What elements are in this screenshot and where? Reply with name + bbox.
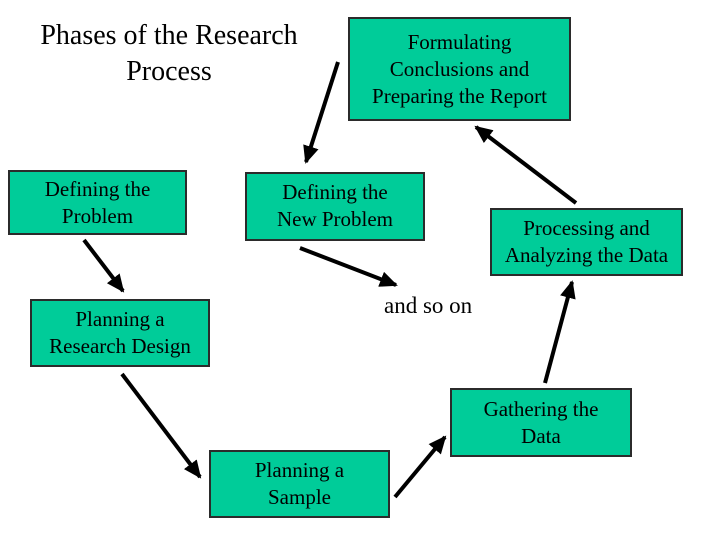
- box-processing-analyzing-data: Processing and Analyzing the Data: [490, 208, 683, 276]
- box-gathering-data: Gathering the Data: [450, 388, 632, 457]
- diagram-title: Phases of the Research Process: [40, 20, 298, 87]
- arrow-problem-to-design: [82, 238, 125, 293]
- and-so-on-text: and so on: [384, 293, 473, 318]
- box-gathering-data-label: Gathering the Data: [483, 397, 599, 448]
- box-formulating-conclusions-label: Formulating Conclusions and Preparing th…: [372, 29, 547, 108]
- arrow-gathering-to-processing: [543, 280, 576, 384]
- box-planning-sample: Planning a Sample: [209, 450, 390, 518]
- box-planning-sample-label: Planning a Sample: [254, 458, 345, 509]
- box-defining-new-problem-label: Defining the New Problem: [276, 180, 394, 231]
- box-defining-the-problem: Defining the Problem: [8, 170, 187, 235]
- arrow-sample-to-gathering: [393, 435, 447, 499]
- box-processing-analyzing-data-label: Processing and Analyzing the Data: [504, 216, 669, 267]
- box-defining-the-problem-label: Defining the Problem: [44, 177, 151, 228]
- box-planning-research-design-label: Planning a Research Design: [49, 307, 191, 358]
- box-defining-new-problem: Defining the New Problem: [245, 172, 425, 241]
- arrow-processing-to-conclusions: [474, 125, 578, 205]
- box-formulating-conclusions: Formulating Conclusions and Preparing th…: [348, 17, 571, 121]
- box-planning-research-design: Planning a Research Design: [30, 299, 210, 367]
- arrow-new-problem-to-and-so-on: [299, 246, 398, 287]
- arrow-design-to-sample: [120, 372, 202, 479]
